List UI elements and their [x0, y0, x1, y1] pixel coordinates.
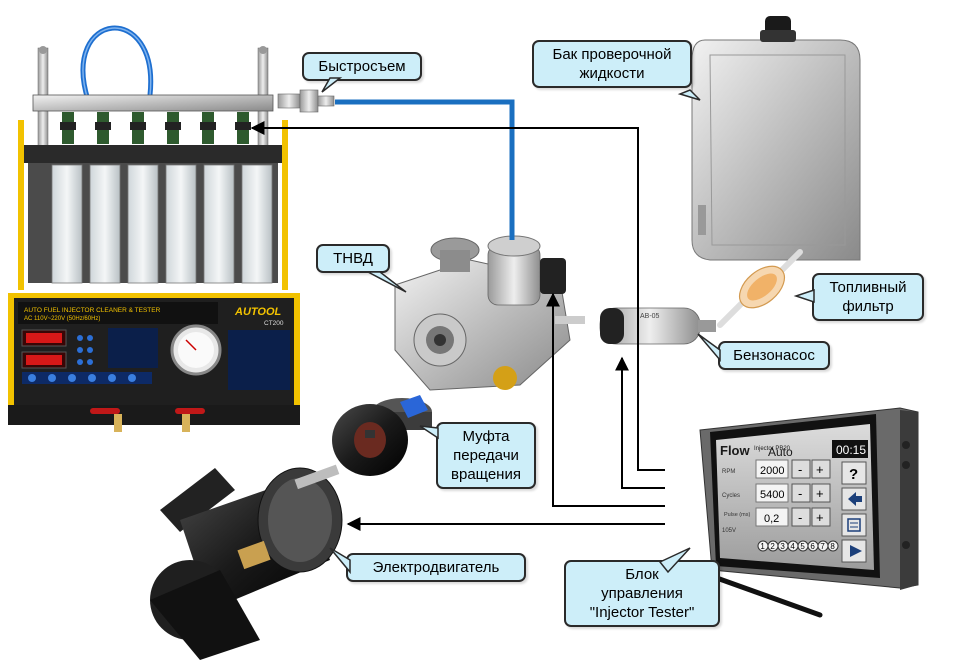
- channel-label-6: 6: [810, 542, 815, 551]
- stand-brand: AUTOOL: [234, 306, 282, 318]
- screen-mode: Auto: [768, 445, 793, 459]
- label-quick-connector: Быстросъем: [302, 52, 422, 81]
- high-pressure-fuel-line: [335, 99, 515, 240]
- label-tank-line2: жидкости: [579, 65, 645, 82]
- channel-button-8[interactable]: [827, 540, 839, 552]
- screen-subtitle: Injector PB20: [754, 446, 791, 452]
- label-coupling-line1: Муфта: [462, 428, 510, 445]
- injectors: [60, 112, 251, 144]
- play-icon: [850, 545, 862, 557]
- screen-voltage: 105V: [722, 528, 736, 534]
- help-label: ?: [849, 466, 858, 483]
- fuel-filter: [717, 249, 803, 328]
- row-label-rpm: RPM: [722, 469, 735, 475]
- label-control-unit-line2: управления: [601, 585, 683, 602]
- list-icon: [847, 518, 861, 532]
- plus-label-3: +: [816, 510, 824, 525]
- signal-line-hpfp: [546, 292, 665, 507]
- back-arrow-icon: [848, 492, 862, 506]
- label-quick-connector-text: Быстросъем: [318, 58, 406, 75]
- row-label-pulse: Pulse (ms): [724, 512, 750, 518]
- label-control-unit-line1: Блок: [625, 566, 659, 583]
- signal-line-fuel-pump: [615, 356, 665, 489]
- control-unit-injector-tester: Flow Injector PB20 Auto 00:15 RPM 2000 C…: [697, 407, 919, 618]
- label-tank-line1: Бак проверочной: [552, 46, 672, 63]
- label-motor: Электродвигатель: [346, 553, 526, 582]
- row-label-cycles: Cycles: [722, 493, 740, 499]
- label-fuel-pump: Бензонасос: [718, 341, 830, 370]
- minus-label-2: -: [798, 486, 802, 501]
- plus-label-2: +: [816, 486, 824, 501]
- fuel-pump: AB-05: [599, 307, 716, 345]
- help-button[interactable]: [841, 461, 867, 485]
- row-value-pulse: 0,2: [764, 513, 779, 525]
- plus-buttons[interactable]: + + +: [811, 459, 831, 527]
- stand-model: CT200: [264, 320, 284, 327]
- channel-label-1: 1: [760, 542, 765, 551]
- test-fluid-tank: [691, 16, 861, 261]
- channel-label-8: 8: [830, 542, 835, 551]
- label-coupling-line3: вращения: [451, 466, 521, 483]
- stand-buttons: [22, 335, 152, 384]
- electric-motor: [150, 464, 343, 660]
- label-tank: Бак проверочной жидкости: [532, 40, 692, 88]
- drive-coupling: [332, 395, 432, 476]
- glass-cylinders: [51, 164, 273, 284]
- minus-label-3: -: [798, 510, 802, 525]
- signal-line-injectors: [250, 121, 665, 471]
- drain-valves: [90, 408, 205, 432]
- stylus: [697, 569, 823, 618]
- high-pressure-fuel-pump: [394, 235, 585, 391]
- label-fuel-pump-text: Бензонасос: [733, 347, 815, 364]
- label-fuel-filter-line2: фильтр: [842, 298, 894, 315]
- channel-label-5: 5: [800, 542, 805, 551]
- label-hpfp: ТНВД: [316, 244, 390, 273]
- row-value-cycles: 5400: [760, 489, 784, 501]
- channel-label-4: 4: [790, 542, 795, 551]
- label-coupling-line2: передачи: [453, 447, 519, 464]
- row-value-rpm: 2000: [760, 465, 784, 477]
- label-control-unit-line3: "Injector Tester": [589, 604, 695, 621]
- label-hpfp-text: ТНВД: [333, 250, 373, 267]
- label-fuel-filter-line1: Топливный: [829, 279, 907, 296]
- stand-panel-title: AUTO FUEL INJECTOR CLEANER & TESTER: [24, 307, 161, 314]
- minus-label-1: -: [798, 462, 802, 477]
- minus-buttons[interactable]: - - -: [791, 459, 811, 527]
- pump-marking: AB-05: [640, 313, 660, 320]
- quick-connector: [277, 89, 335, 113]
- screen-time: 00:15: [836, 443, 866, 457]
- vent: [902, 441, 910, 549]
- channel-label-3: 3: [780, 542, 785, 551]
- label-motor-text: Электродвигатель: [372, 559, 500, 576]
- injector-test-stand: AUTO FUEL INJECTOR CLEANER & TESTER AC 1…: [8, 25, 300, 432]
- label-fuel-filter: Топливный фильтр: [812, 273, 924, 321]
- plus-label-1: +: [816, 462, 824, 477]
- label-coupling: Муфта передачи вращения: [436, 422, 536, 489]
- channel-label-7: 7: [820, 542, 825, 551]
- screen-brand: Flow: [720, 443, 750, 458]
- stand-panel-power: AC 110V~220V (50Hz/60Hz): [24, 316, 100, 322]
- channel-label-2: 2: [770, 542, 775, 551]
- label-control-unit: Блок управления "Injector Tester": [564, 560, 720, 627]
